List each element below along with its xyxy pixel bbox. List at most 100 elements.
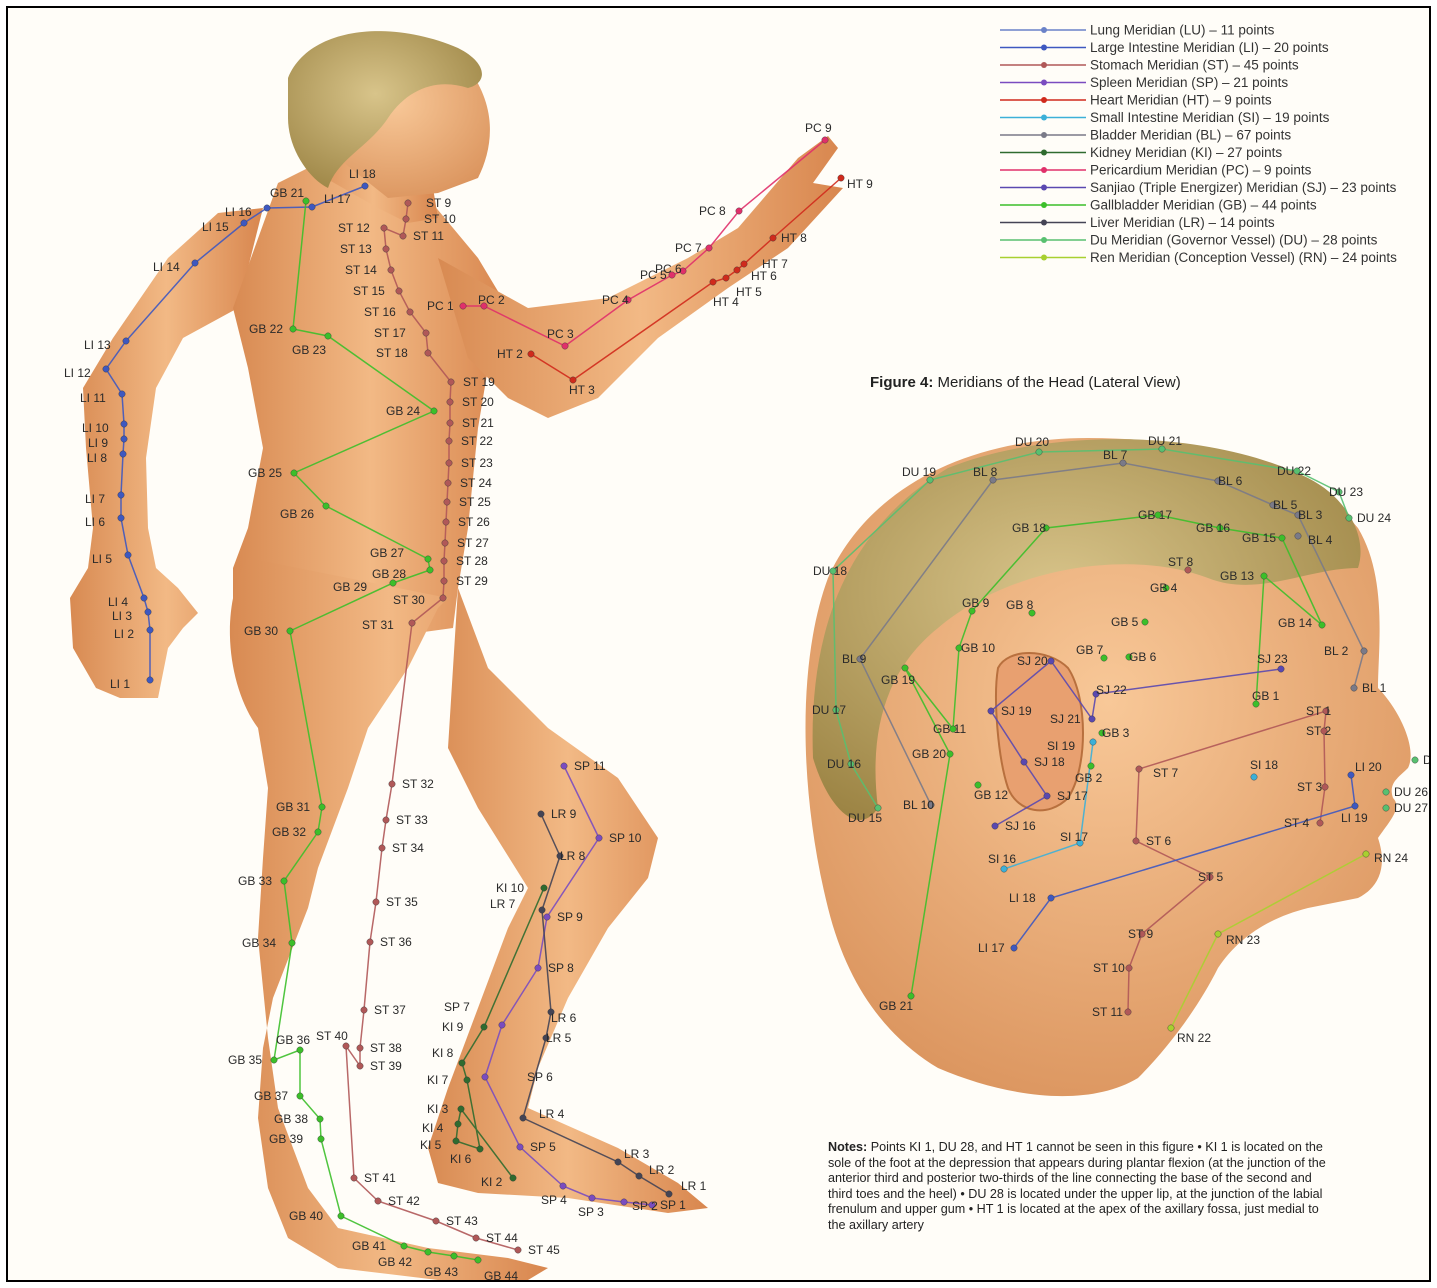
- legend-dot: [1041, 132, 1047, 138]
- head-point-label: SJ 17: [1057, 789, 1088, 803]
- head-point-dot: [1279, 535, 1285, 541]
- body-point-dot: [562, 343, 568, 349]
- body-point-dot: [290, 326, 296, 332]
- legend-dot: [1041, 220, 1047, 226]
- body-point-label: GB 31: [276, 800, 310, 814]
- figure-title: Meridians of the Head (Lateral View): [938, 374, 1181, 391]
- body-point-label: KI 2: [481, 1175, 503, 1189]
- body-point-label: ST 40: [316, 1029, 348, 1043]
- head-point-label: GB 5: [1111, 615, 1139, 629]
- body-point-dot: [440, 595, 446, 601]
- head-point-label: LI 17: [978, 941, 1005, 955]
- head-point-label: LI 19: [1341, 811, 1368, 825]
- body-point-dot: [351, 1175, 357, 1181]
- body-point-dot: [481, 1024, 487, 1030]
- body-point-dot: [441, 578, 447, 584]
- head-point-label: GB 1: [1252, 689, 1280, 703]
- body-point-label: ST 44: [486, 1231, 518, 1245]
- body-point-label: SP 4: [541, 1193, 567, 1207]
- body-point-label: LR 4: [539, 1107, 565, 1121]
- body-point-label: ST 11: [413, 229, 444, 243]
- body-point-label: LI 5: [92, 552, 112, 566]
- body-point-label: LR 1: [681, 1179, 707, 1193]
- body-point-label: GB 36: [276, 1033, 310, 1047]
- body-point-label: LI 6: [85, 515, 105, 529]
- body-point-dot: [451, 1253, 457, 1259]
- body-point-label: GB 28: [372, 567, 406, 581]
- body-point-label: LI 17: [324, 192, 351, 206]
- body-point-label: GB 40: [289, 1209, 323, 1223]
- legend-entry: Large Intestine Meridian (LI) – 20 point…: [1090, 40, 1329, 55]
- head-point-dot: [1412, 757, 1418, 763]
- head-point-dot: [1089, 716, 1095, 722]
- body-point-dot: [297, 1047, 303, 1053]
- body-point-label: GB 42: [378, 1255, 412, 1269]
- body-point-label: SP 3: [578, 1205, 604, 1219]
- body-point-label: ST 27: [457, 536, 489, 550]
- body-point-label: ST 45: [528, 1243, 560, 1257]
- body-point-label: ST 24: [460, 476, 492, 490]
- head-point-label: GB 7: [1076, 643, 1104, 657]
- body-point-dot: [710, 279, 716, 285]
- body-point-label: LI 14: [153, 260, 180, 274]
- head-point-dot: [1011, 945, 1017, 951]
- meridian-diagram: LI 1LI 2LI 3LI 4LI 5LI 6LI 7LI 8LI 9LI 1…: [8, 8, 1431, 1282]
- body-point-dot: [736, 208, 742, 214]
- body-point-dot: [319, 804, 325, 810]
- body-point-dot: [444, 499, 450, 505]
- legend-entry: Bladder Meridian (BL) – 67 points: [1090, 128, 1291, 143]
- body-point-label: SP 11: [574, 759, 606, 773]
- body-point-label: LI 7: [85, 492, 105, 506]
- head-point-dot: [1142, 619, 1148, 625]
- body-point-label: PC 4: [602, 293, 629, 307]
- body-point-dot: [119, 391, 125, 397]
- body-point-dot: [281, 878, 287, 884]
- body-point-label: GB 26: [280, 507, 314, 521]
- body-point-label: GB 37: [254, 1089, 288, 1103]
- head-point-label: ST 6: [1146, 834, 1171, 848]
- body-point-label: ST 13: [340, 242, 372, 256]
- body-point-label: HT 6: [751, 269, 777, 283]
- notes-heading: Notes:: [828, 1140, 867, 1154]
- body-point-label: GB 38: [274, 1112, 308, 1126]
- body-point-label: KI 3: [427, 1102, 449, 1116]
- body-point-dot: [309, 204, 315, 210]
- body-point-label: ST 37: [374, 1003, 406, 1017]
- body-point-label: GB 39: [269, 1132, 303, 1146]
- head-point-label: LI 20: [1355, 760, 1382, 774]
- legend-entry: Kidney Meridian (KI) – 27 points: [1090, 145, 1282, 160]
- head-point-dot: [1278, 666, 1284, 672]
- body-point-dot: [123, 338, 129, 344]
- legend-dot: [1041, 237, 1047, 243]
- legend-entry: Liver Meridian (LR) – 14 points: [1090, 215, 1275, 230]
- body-point-label: ST 30: [393, 593, 425, 607]
- body-point-dot: [453, 1138, 459, 1144]
- legend-dot: [1041, 150, 1047, 156]
- body-point-label: ST 12: [338, 221, 370, 235]
- body-point-dot: [425, 1249, 431, 1255]
- body-point-label: ST 39: [370, 1059, 402, 1073]
- body-point-dot: [477, 1146, 483, 1152]
- head-point-label: BL 9: [842, 652, 867, 666]
- head-point-dot: [1136, 766, 1142, 772]
- body-point-dot: [400, 233, 406, 239]
- body-point-dot: [423, 330, 429, 336]
- body-point-dot: [528, 351, 534, 357]
- legend-entry: Sanjiao (Triple Energizer) Meridian (SJ)…: [1090, 180, 1397, 195]
- head-point-label: GB 4: [1150, 581, 1178, 595]
- legend-entry: Lung Meridian (LU) – 11 points: [1090, 23, 1275, 38]
- body-point-label: LI 1: [110, 677, 130, 691]
- head-point-label: GB 14: [1278, 616, 1312, 630]
- body-point-label: LI 10: [82, 421, 109, 435]
- head-point-label: SJ 19: [1001, 704, 1032, 718]
- head-point-label: SJ 18: [1034, 755, 1065, 769]
- body-point-label: GB 35: [228, 1053, 262, 1067]
- head-point-dot: [1133, 838, 1139, 844]
- body-point-label: SP 10: [609, 831, 642, 845]
- body-point-label: LR 8: [560, 849, 586, 863]
- body-point-dot: [147, 677, 153, 683]
- body-point-dot: [401, 1243, 407, 1249]
- head-point-label: SI 16: [988, 852, 1016, 866]
- head-point-label: DU 18: [813, 564, 847, 578]
- body-point-label: LR 6: [551, 1011, 577, 1025]
